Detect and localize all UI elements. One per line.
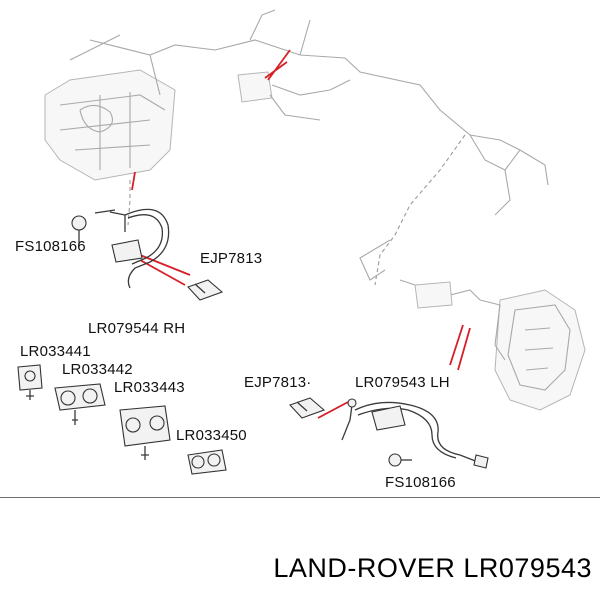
hose-rh-assembly [71,208,170,289]
clip-ejp7813-bottom [289,397,326,419]
clip-lr033441 [17,364,43,400]
bolt-fs108166-bottom [388,453,412,467]
clip-lr033450 [187,449,227,475]
clip-ejp7813-top [187,279,224,301]
divider-line [0,497,600,498]
clip-lr033443 [119,405,171,460]
brake-pipe-illustration [359,134,481,309]
abs-module-illustration [44,34,216,181]
part-number-title: LAND-ROVER LR079543 [273,553,592,583]
label-fs108166-top: FS108166 [15,238,86,255]
junction-block-illustration [214,9,549,216]
callout-arrows [131,49,471,419]
caliper-illustration [479,289,586,411]
hose-lh-assembly [341,398,489,469]
label-lr033441: LR033441 [20,343,91,360]
label-ejp7813-bottom: EJP7813· [244,374,312,391]
label-lr033443: LR033443 [114,379,185,396]
label-lr079543: LR079543 LH [355,374,450,391]
label-lr033442: LR033442 [62,361,133,378]
label-ejp7813-top: EJP7813 [200,250,263,267]
clip-lr033442 [54,383,106,425]
leader-line-top [127,180,131,226]
label-lr079544: LR079544 RH [88,320,186,337]
label-fs108166-bottom: FS108166 [385,474,456,491]
label-lr033450: LR033450 [176,427,247,444]
